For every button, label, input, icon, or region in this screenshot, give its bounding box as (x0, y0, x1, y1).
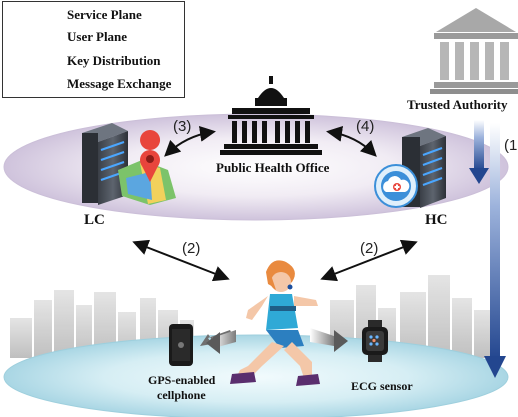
key-distribution-arrow-hc (469, 120, 489, 184)
hc-label: HC (425, 212, 448, 228)
arrow-lc-user (132, 239, 230, 282)
public-health-office-label: Public Health Office (216, 160, 330, 175)
legend-item-message-exchange: Message Exchange (3, 74, 186, 94)
legend-item-key-distribution: Key Distribution (3, 51, 186, 71)
message-arrows (132, 125, 418, 282)
edge-label-ta-user: (1 (504, 137, 518, 154)
legend-label: Key Distribution (67, 53, 161, 68)
gps-cellphone-label-line2: cellphone (157, 388, 206, 402)
gps-cellphone-label-line1: GPS-enabled (148, 373, 216, 387)
arrow-pho-hc (326, 125, 377, 157)
arrow-hc-user (320, 239, 418, 282)
trusted-authority-label: Trusted Authority (407, 97, 508, 112)
lc-server-icon (82, 123, 128, 205)
arrow-lc-pho (164, 125, 216, 157)
ecg-sensor-icon (362, 320, 388, 362)
health-cloud-icon (374, 164, 418, 208)
edge-label-lc-pho: (3) (173, 118, 192, 135)
edge-label-lc-user: (2) (182, 240, 201, 257)
device-flow-arrows (200, 328, 348, 354)
legend-label: Message Exchange (67, 76, 172, 91)
edge-label-pho-hc: (4) (356, 118, 375, 135)
legend-item-user-plane: User Plane (3, 27, 186, 47)
key-distribution-arrow-user (484, 123, 506, 378)
ecg-sensor-label: ECG sensor (351, 379, 413, 393)
user-plane (3, 334, 509, 417)
runner-icon (230, 260, 320, 386)
trusted-authority-icon (430, 8, 518, 94)
edge-label-hc-user: (2) (360, 240, 379, 257)
legend-item-service-plane: Service Plane (3, 5, 186, 25)
map-pin-icon (118, 130, 176, 205)
public-health-office-icon (220, 76, 322, 155)
gps-cellphone-icon (169, 324, 193, 366)
legend: Service Plane User Plane Key Distributio… (2, 1, 185, 98)
legend-label: Service Plane (67, 7, 142, 22)
lc-label: LC (84, 212, 105, 228)
legend-label: User Plane (67, 29, 128, 44)
